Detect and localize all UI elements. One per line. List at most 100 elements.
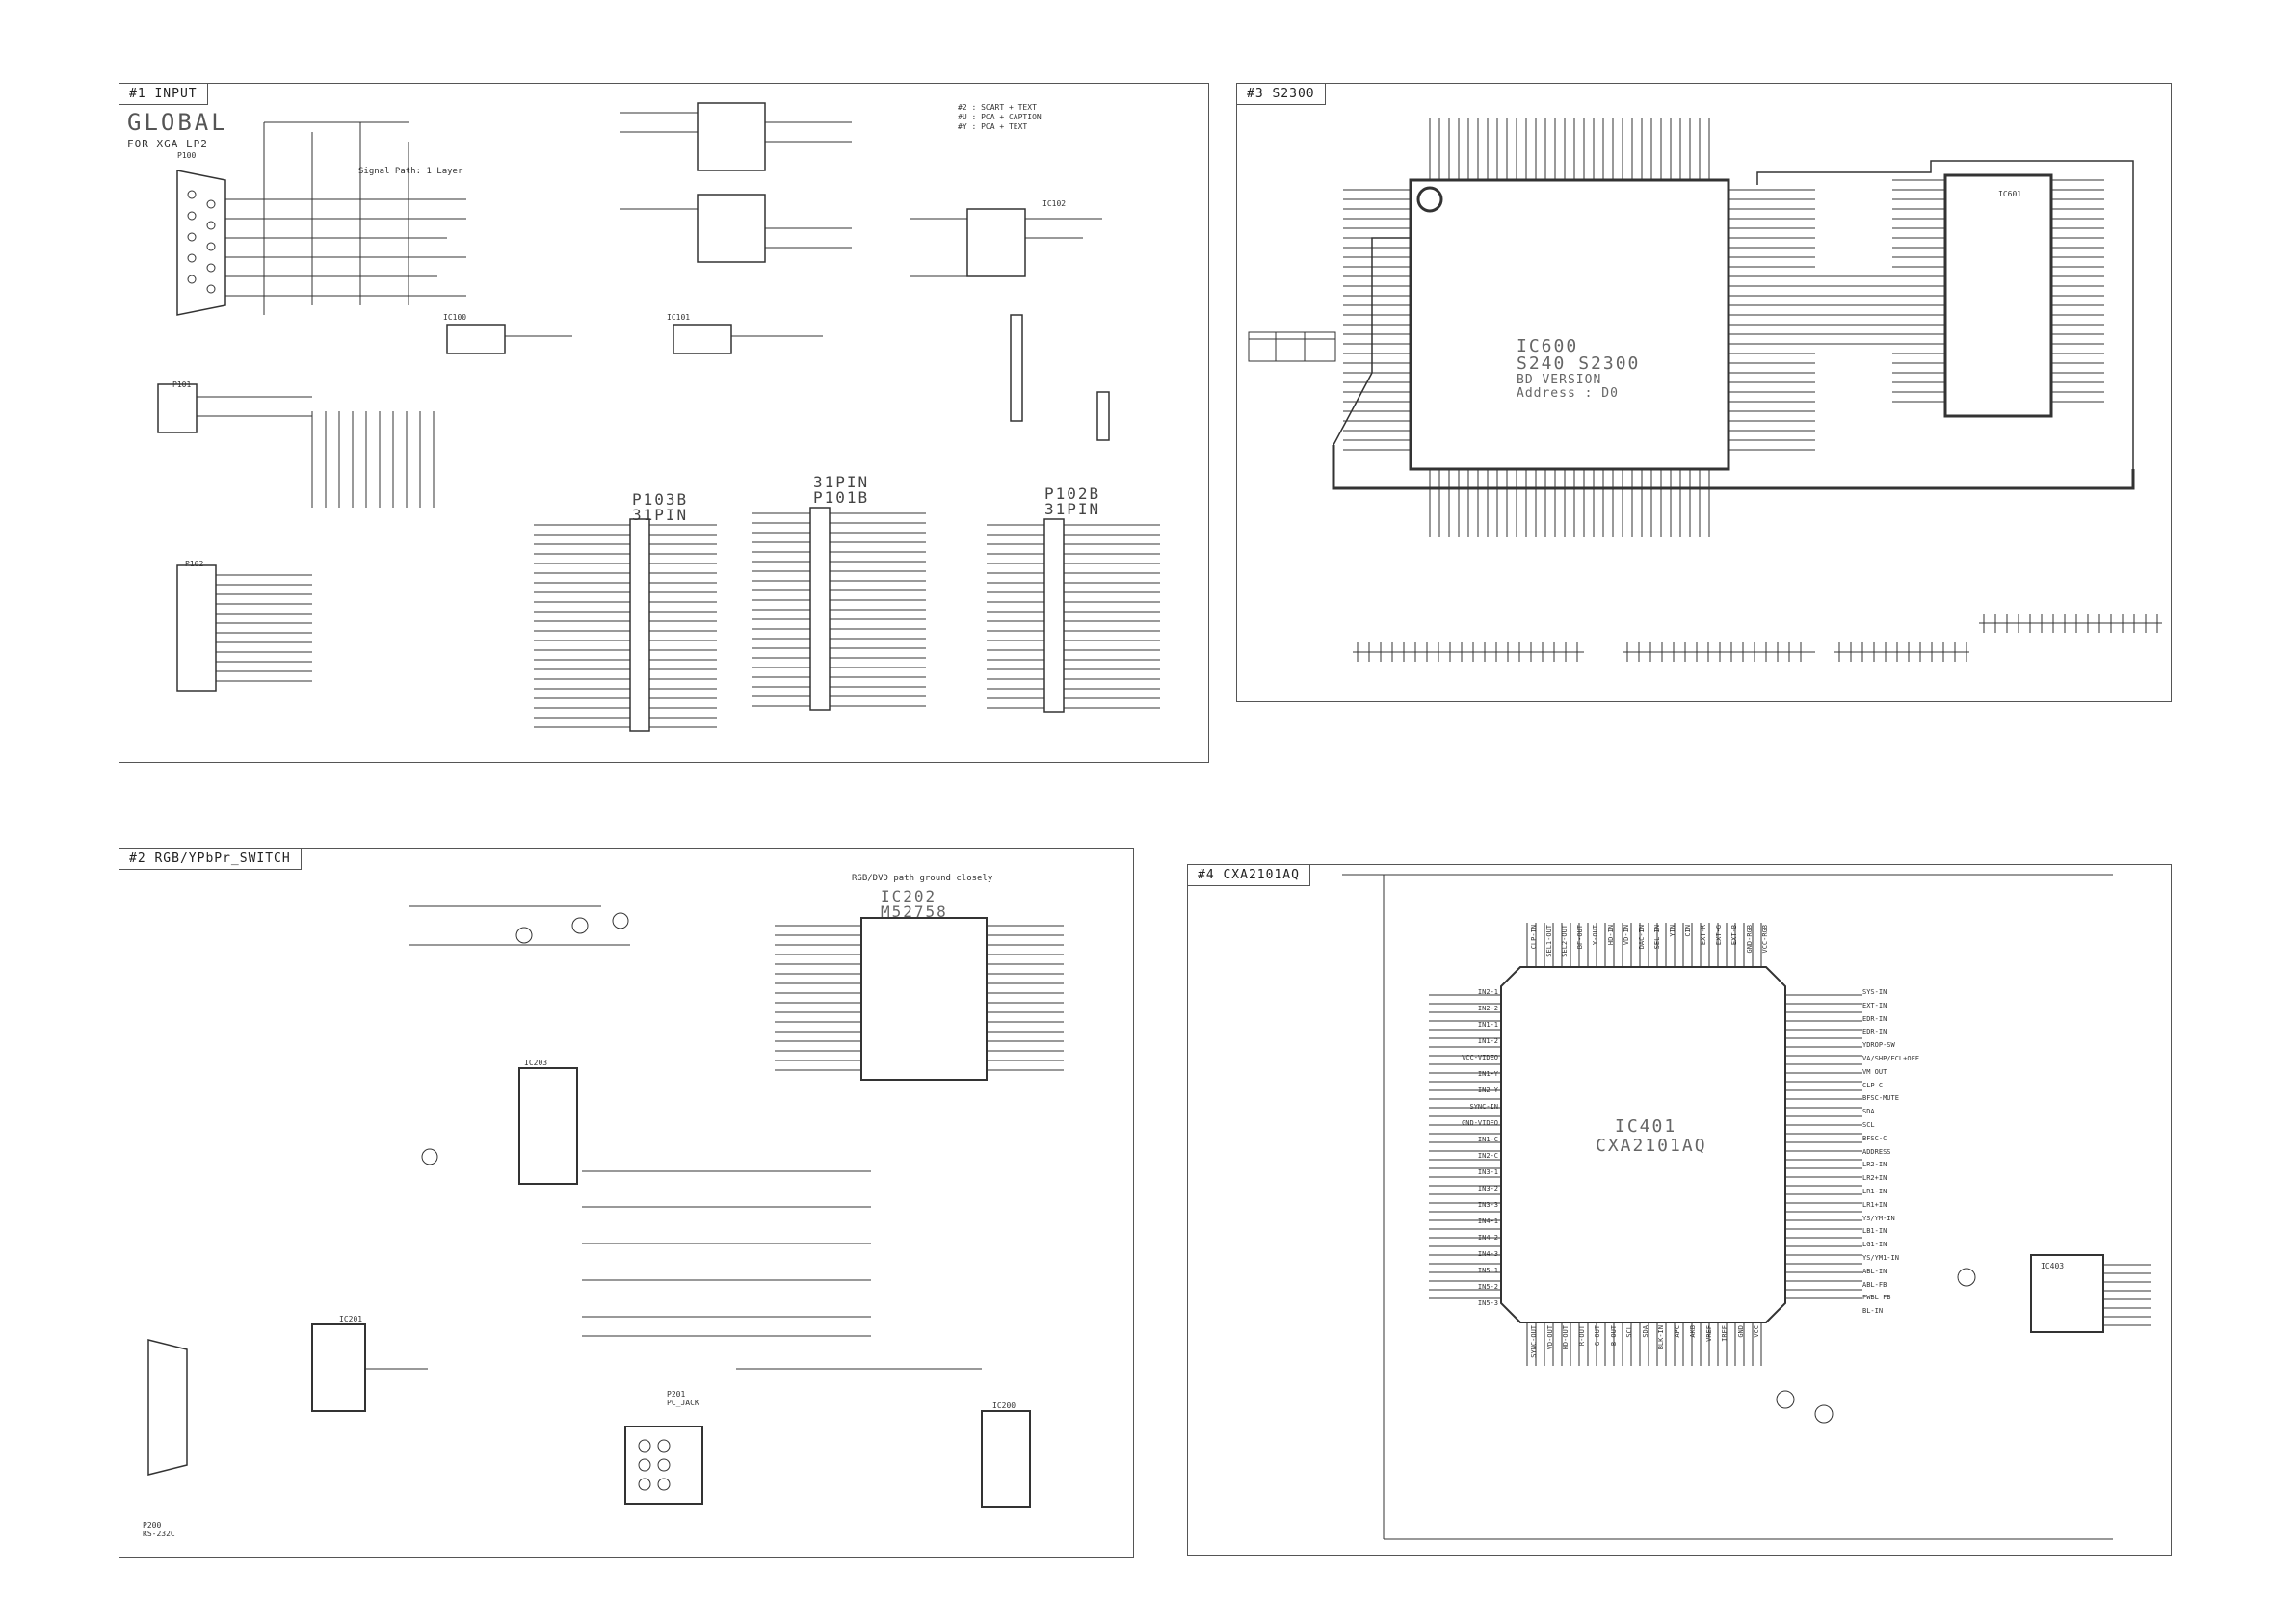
path-note: RGB/DVD path ground closely — [852, 874, 993, 883]
connector-p100-label: P100 — [177, 151, 197, 160]
ic401-pin-label: IN2-Y — [1477, 1086, 1498, 1094]
ic401-pin-label: CIN — [1684, 925, 1692, 937]
ic401-pin-label: LR1+IN — [1862, 1200, 1887, 1209]
ic401-pin-label: SDA — [1641, 1325, 1649, 1338]
ic401-pin-label: EXT-B — [1730, 925, 1738, 946]
ic601-label: IC601 — [1998, 190, 2022, 198]
ic401-pin-label: IN4-2 — [1477, 1234, 1498, 1242]
ic401-pin-label: IN1-2 — [1477, 1037, 1498, 1045]
ic401-pin-label: BFSC-C — [1862, 1134, 1887, 1142]
ic401-pin-label: IN5-3 — [1477, 1299, 1498, 1307]
ic401-pin-label: ADDRESS — [1862, 1147, 1891, 1156]
ic401-pin-label: SYNC-OUT — [1530, 1325, 1538, 1358]
ic401-pin-label: LR2-IN — [1862, 1161, 1887, 1169]
ic401-pin-label: IN3-1 — [1477, 1168, 1498, 1176]
ic403-label: IC403 — [2041, 1262, 2065, 1270]
ic401-pin-label: Y-OUT — [1592, 925, 1599, 946]
ic203-label: IC203 — [524, 1059, 548, 1067]
sheet-rgb-switch: #2 RGB/YPbPr_SWITCH RGB/DVD path ground … — [119, 848, 1134, 1558]
ic401-pin-label: YIN — [1669, 925, 1676, 937]
ic202-label: IC202 M52758 — [881, 887, 948, 921]
ic401-pin-label: BFSC-MUTE — [1862, 1094, 1899, 1103]
sheet-tab: #1 INPUT — [119, 84, 208, 105]
ic401-pin-label: YS/YM-IN — [1862, 1214, 1895, 1222]
ic401-pin-label: SYS-IN — [1862, 988, 1887, 996]
sheet-tab: #2 RGB/YPbPr_SWITCH — [119, 849, 302, 870]
ic401-pin-label: SDA — [1862, 1108, 1875, 1116]
ic401-pin-label: G-OUT — [1594, 1325, 1601, 1347]
ic401-pin-label: CLP C — [1862, 1081, 1884, 1089]
schematic-s2300-drawing — [1248, 118, 2162, 662]
schematic-rgb-drawing — [147, 905, 1064, 1508]
ic401-pin-label: SCL — [1862, 1121, 1875, 1129]
ic401-pin-label: IREF — [1721, 1325, 1729, 1342]
ic401-pin-label: APC — [1673, 1325, 1681, 1338]
sheet-tab: #3 S2300 — [1237, 84, 1326, 105]
ic401-pin-label: R-OUT — [1577, 1325, 1586, 1347]
ic401-pin-label: VA/SHP/ECL+OFF — [1862, 1055, 1920, 1062]
ic401-pin-label: CLP-IN — [1530, 925, 1538, 950]
ic401-pin-label: IN4-3 — [1477, 1250, 1498, 1258]
ic600-address: Address : D0 — [1517, 386, 1619, 401]
ic200-label: IC200 — [992, 1401, 1016, 1410]
ic401-pin-label: VD-OUT — [1545, 1325, 1554, 1350]
ic401-pin-label: SEL1-OUT — [1545, 925, 1553, 957]
ic401-pin-label: BL-IN — [1862, 1307, 1884, 1316]
ic401-pin-label: IN4-1 — [1477, 1217, 1498, 1225]
ic401-pin-label: EDR-IN — [1862, 1014, 1887, 1023]
ic401-pin-label: ABL-FB — [1862, 1280, 1887, 1289]
ic401-pin-label: HD-IN — [1607, 925, 1615, 946]
ic401-pin-label: IN5-2 — [1477, 1283, 1498, 1291]
ic401-pin-label: EXT-R — [1700, 925, 1707, 946]
ic600-label: IC600 — [1517, 336, 1579, 356]
ic401-pin-label: SEL-IN — [1653, 925, 1661, 950]
ic401-pin-label: GND — [1736, 1325, 1745, 1338]
ic401-label: IC401 CXA2101AQ — [1596, 1116, 1707, 1156]
sheet-cxa2101aq: #4 CXA2101AQ IC401 CXA2101AQ IC403 SYS-I… — [1187, 864, 2172, 1556]
ic102-label: IC102 — [1042, 199, 1067, 208]
ic401-pin-label: VCC-VIDEO — [1462, 1054, 1498, 1061]
ic401-pin-label: IN2-1 — [1477, 988, 1498, 996]
ic401-pin-label: EXT-IN — [1862, 1001, 1887, 1009]
sheet-tab: #4 CXA2101AQ — [1188, 865, 1310, 886]
ic401-pin-label: IN2-2 — [1477, 1005, 1498, 1012]
brand-title: GLOBAL — [127, 109, 228, 136]
ic401-pin-label: YS/YM1-IN — [1862, 1254, 1899, 1262]
ic401-pin-label: BF-OUT — [1576, 925, 1584, 950]
ic401-pin-label: GND-RGB — [1746, 925, 1754, 954]
ic100-label: IC100 — [443, 313, 467, 322]
ic401-pin-label: IN1-1 — [1477, 1021, 1498, 1029]
ic401-pin-label: VD-IN — [1623, 925, 1630, 946]
ic401-pin-label: EXT-G — [1715, 925, 1723, 946]
ic401-pin-label: IN3-2 — [1477, 1185, 1498, 1192]
ic401-pin-label: SCL — [1625, 1325, 1633, 1338]
ic401-pin-label: EDR-IN — [1862, 1028, 1887, 1036]
sheet-input: #1 INPUT GLOBAL FOR XGA LP2 Signal Path:… — [119, 83, 1209, 763]
ic401-pin-label: GND-VIDEO — [1462, 1119, 1498, 1127]
p101b-label: 31PIN P101B — [813, 473, 870, 507]
ic401-pin-label: HD-OUT — [1562, 1325, 1570, 1350]
ic401-pin-label: VREF — [1704, 1325, 1713, 1342]
brand-subtitle: FOR XGA LP2 — [127, 138, 208, 150]
ic401-pin-label: LR2+IN — [1862, 1174, 1887, 1183]
ic401-pin-label: VCC-RGB — [1761, 925, 1769, 954]
ic201-label: IC201 — [339, 1315, 363, 1323]
signal-path-note: Signal Path: 1 Layer — [358, 167, 463, 176]
ic401-pin-label: SEL2-OUT — [1561, 925, 1569, 957]
ic101-label: IC101 — [667, 313, 691, 322]
ic401-pin-label: SYNC-IN — [1469, 1103, 1498, 1111]
ic401-pin-label: IN1-C — [1477, 1136, 1498, 1143]
ic600-part: S240 S2300 — [1517, 353, 1641, 374]
schematic-input-drawing — [157, 102, 1160, 732]
ic401-pin-label: IN3-3 — [1477, 1201, 1498, 1209]
variant-legend: #2 : SCART + TEXT #U : PCA + CAPTION #Y … — [958, 103, 1042, 131]
ic401-pin-label: BLK-IN — [1657, 1325, 1665, 1350]
ic401-pin-label: LG1-IN — [1862, 1241, 1887, 1249]
ic401-pin-label: LR1-IN — [1862, 1188, 1887, 1195]
ic401-pin-label: PWBL FB — [1862, 1294, 1891, 1302]
ic401-pin-label: IN1-Y — [1477, 1070, 1498, 1078]
ic401-pin-label: AKB — [1689, 1325, 1697, 1338]
p102b-label: P102B 31PIN — [1044, 484, 1101, 518]
